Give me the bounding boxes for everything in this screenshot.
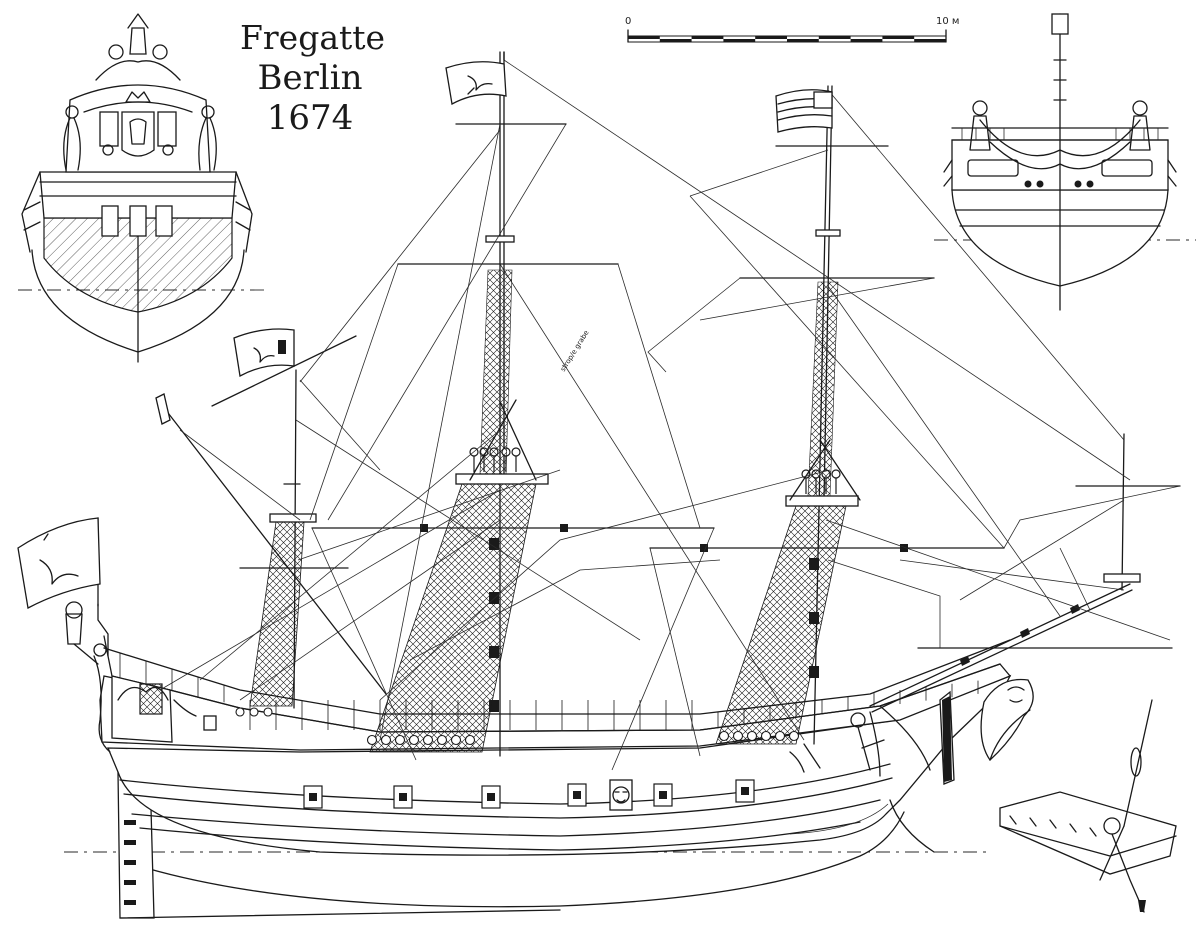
side-elevation [64, 517, 1034, 919]
channel-deadeyes [235, 707, 800, 746]
scale-segment [914, 39, 946, 42]
gun-port-muzzle [659, 791, 667, 799]
channel-deadeye [408, 734, 420, 746]
title-ship-name: Berlin [257, 58, 363, 98]
scale-segment [787, 39, 819, 42]
channel-deadeye [718, 730, 730, 742]
channel-deadeye [774, 730, 786, 742]
rigging-lines [159, 59, 1181, 771]
stay-label: strop/e grabe [559, 329, 591, 373]
gun-port-muzzle [741, 787, 749, 795]
scale-start-label: 0 [625, 16, 632, 27]
bow-view [934, 13, 1196, 311]
deadeye [831, 469, 841, 479]
gun-port-muzzle [399, 793, 407, 801]
scale-segment [659, 39, 692, 42]
channel-deadeye [263, 707, 273, 717]
channel-deadeye [394, 734, 406, 746]
anchor-detail [999, 699, 1177, 913]
mast-band [489, 700, 499, 712]
mast-band [809, 666, 819, 678]
channel-deadeye [380, 734, 392, 746]
gun-port-muzzle [487, 793, 495, 801]
gun-port-muzzle [309, 793, 317, 801]
scale-segment [755, 36, 787, 39]
channel-deadeye [422, 734, 434, 746]
deadeye [511, 447, 521, 457]
title-ship-type: Fregatte [240, 18, 386, 57]
channel-deadeye [235, 707, 245, 717]
scale-bar [627, 29, 947, 43]
channel-deadeye [746, 730, 758, 742]
scale-bar-segments [628, 36, 946, 42]
scale-segment [882, 36, 915, 39]
channel-deadeye [249, 707, 259, 717]
scale-end-label: 10 м [936, 16, 960, 27]
shrouds [235, 269, 847, 753]
drawing-title: Fregatte Berlin 1674 [240, 18, 386, 138]
title-year: 1674 [266, 98, 354, 138]
channel-deadeye [450, 734, 462, 746]
stern-view [18, 13, 268, 363]
scale-segment [818, 36, 851, 39]
channel-deadeye [760, 730, 772, 742]
gun-port-muzzle [573, 791, 581, 799]
channel-deadeye [366, 734, 378, 746]
channel-deadeye [788, 730, 800, 742]
gun-ports [303, 779, 755, 809]
scale-segment [723, 39, 756, 42]
channel-deadeye [464, 734, 476, 746]
channel-deadeye [732, 730, 744, 742]
scale-segment [691, 36, 724, 39]
channel-deadeye [436, 734, 448, 746]
scale-segment [850, 39, 883, 42]
flags [17, 51, 833, 609]
scale-segment [628, 36, 660, 39]
